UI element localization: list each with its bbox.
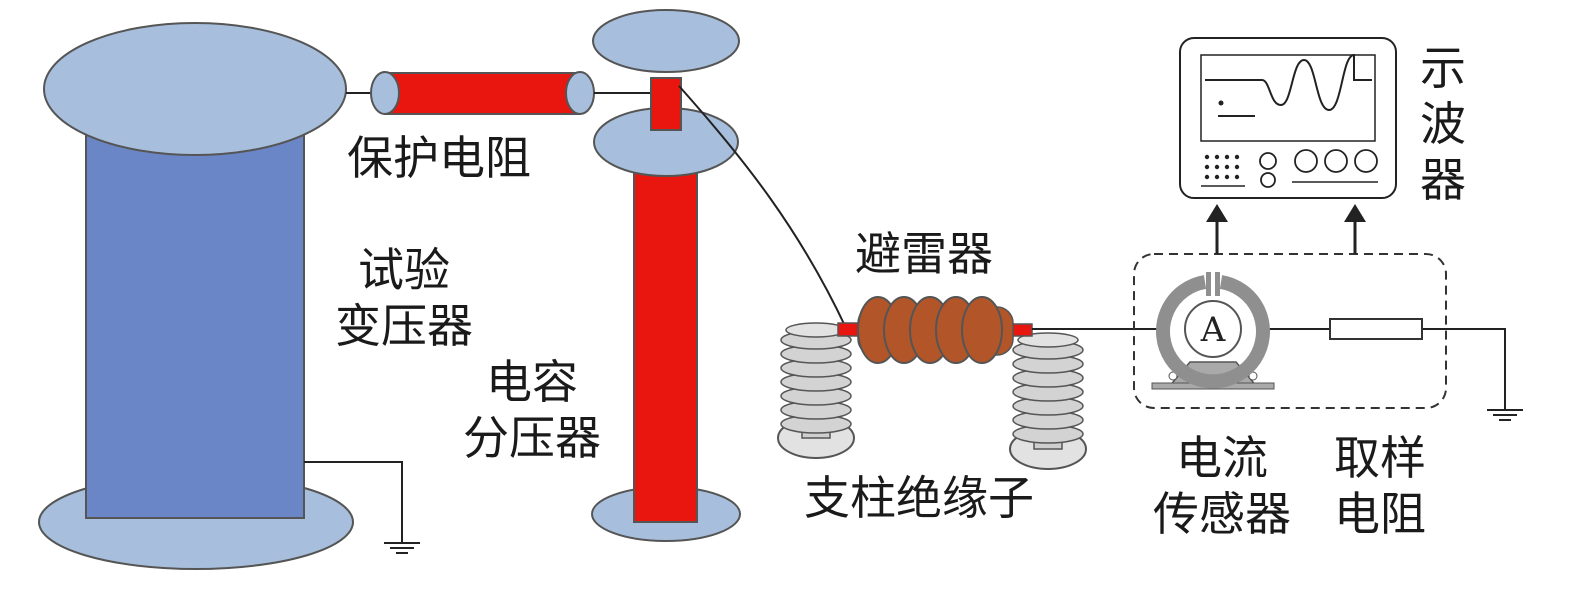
label-test-transformer: 试验 变压器	[318, 242, 490, 354]
wire-divider-to-arrester	[678, 85, 847, 329]
ammeter-symbol: A	[1200, 310, 1226, 350]
post-insulator-left	[777, 322, 855, 459]
surge-arrester	[837, 296, 1033, 364]
transformer-body	[85, 119, 305, 519]
arrow-up-icon	[1206, 204, 1228, 254]
label-surge-arrester: 避雷器	[855, 227, 993, 281]
post-insulator-right	[1009, 332, 1087, 470]
label-sampling-resistor: 取样 电阻	[1320, 430, 1440, 542]
transformer-ground-wire	[304, 461, 403, 543]
label-sampling-resistor-line2: 电阻	[1334, 487, 1426, 541]
label-oscilloscope: 示波器	[1420, 41, 1466, 207]
label-sampling-resistor-line1: 取样	[1334, 431, 1426, 485]
ground-icon	[1487, 409, 1523, 421]
ammeter-icon: A	[1151, 272, 1275, 390]
label-test-transformer-line2: 变压器	[335, 299, 473, 353]
transformer-top-electrode	[43, 22, 347, 156]
wire-resistor-to-ground	[1422, 328, 1506, 410]
label-capacitive-divider: 电容 分压器	[446, 354, 618, 466]
protective-resistor	[370, 71, 595, 115]
measurement-unit-box	[1133, 253, 1447, 409]
label-test-transformer-line1: 试验	[358, 243, 450, 297]
divider-top-electrode	[592, 9, 740, 73]
divider-column	[633, 157, 698, 523]
test-transformer	[38, 22, 354, 570]
label-post-insulator: 支柱绝缘子	[804, 471, 1034, 525]
label-capacitive-divider-line2: 分压器	[463, 411, 601, 465]
arrow-up-icon	[1344, 204, 1366, 254]
resistor-icon	[1329, 318, 1423, 340]
label-capacitive-divider-line1: 电容	[486, 355, 578, 409]
divider-neck	[650, 77, 682, 131]
label-current-sensor: 电流 传感器	[1136, 430, 1308, 542]
label-current-sensor-line2: 传感器	[1153, 487, 1291, 541]
oscilloscope-icon	[1179, 37, 1397, 199]
ground-icon	[384, 542, 420, 554]
label-protective-resistor: 保护电阻	[347, 131, 531, 185]
label-current-sensor-line1: 电流	[1176, 431, 1268, 485]
capacitive-divider	[591, 9, 741, 542]
